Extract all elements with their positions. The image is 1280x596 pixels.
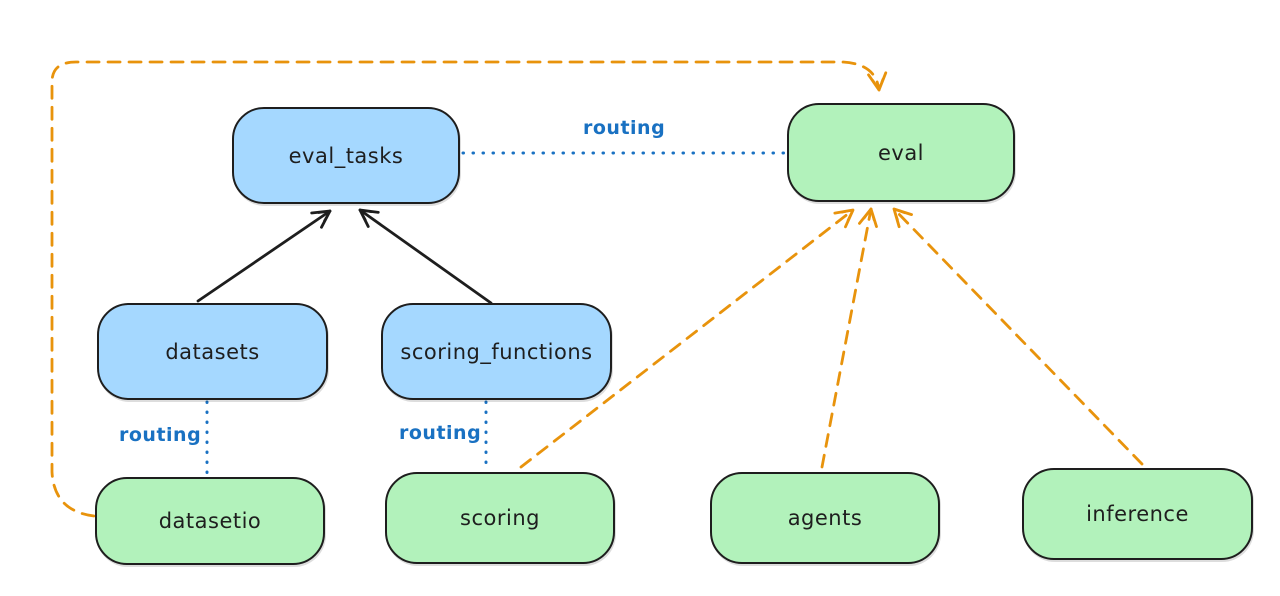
node-eval-label: eval	[877, 140, 925, 165]
node-inference-label: inference	[1086, 502, 1189, 526]
node-agents-label: agents	[787, 506, 863, 530]
edge-inference-to-eval	[892, 207, 1144, 466]
edge-agents-to-eval	[820, 207, 878, 469]
edge-scoring-functions-to-eval-tasks	[358, 208, 493, 305]
node-scoring-functions: scoring_functions	[381, 303, 612, 400]
node-datasets-label: datasets	[165, 339, 260, 364]
node-inference: inference	[1022, 468, 1253, 560]
edge-datasets-to-eval-tasks	[196, 209, 332, 303]
edge-datasetio-to-eval	[50, 60, 888, 518]
node-datasetio-label: datasetio	[158, 509, 262, 533]
node-datasetio: datasetio	[95, 477, 325, 565]
edge-scoring-to-eval	[519, 208, 855, 469]
node-eval-tasks: eval_tasks	[232, 107, 460, 204]
edge-label-routing-scoring-functions-scoring: routing	[399, 422, 482, 444]
edge-label-routing-datasets-datasetio: routing	[119, 424, 202, 446]
edge-label-routing-eval-tasks-eval: routing	[583, 117, 666, 139]
node-scoring: scoring	[385, 472, 615, 564]
node-scoring-functions-label: scoring_functions	[400, 339, 593, 364]
node-eval-tasks-label: eval_tasks	[288, 143, 404, 168]
node-datasets: datasets	[97, 303, 328, 400]
node-eval: eval	[787, 103, 1015, 202]
node-agents: agents	[710, 472, 940, 564]
node-scoring-label: scoring	[460, 506, 540, 530]
